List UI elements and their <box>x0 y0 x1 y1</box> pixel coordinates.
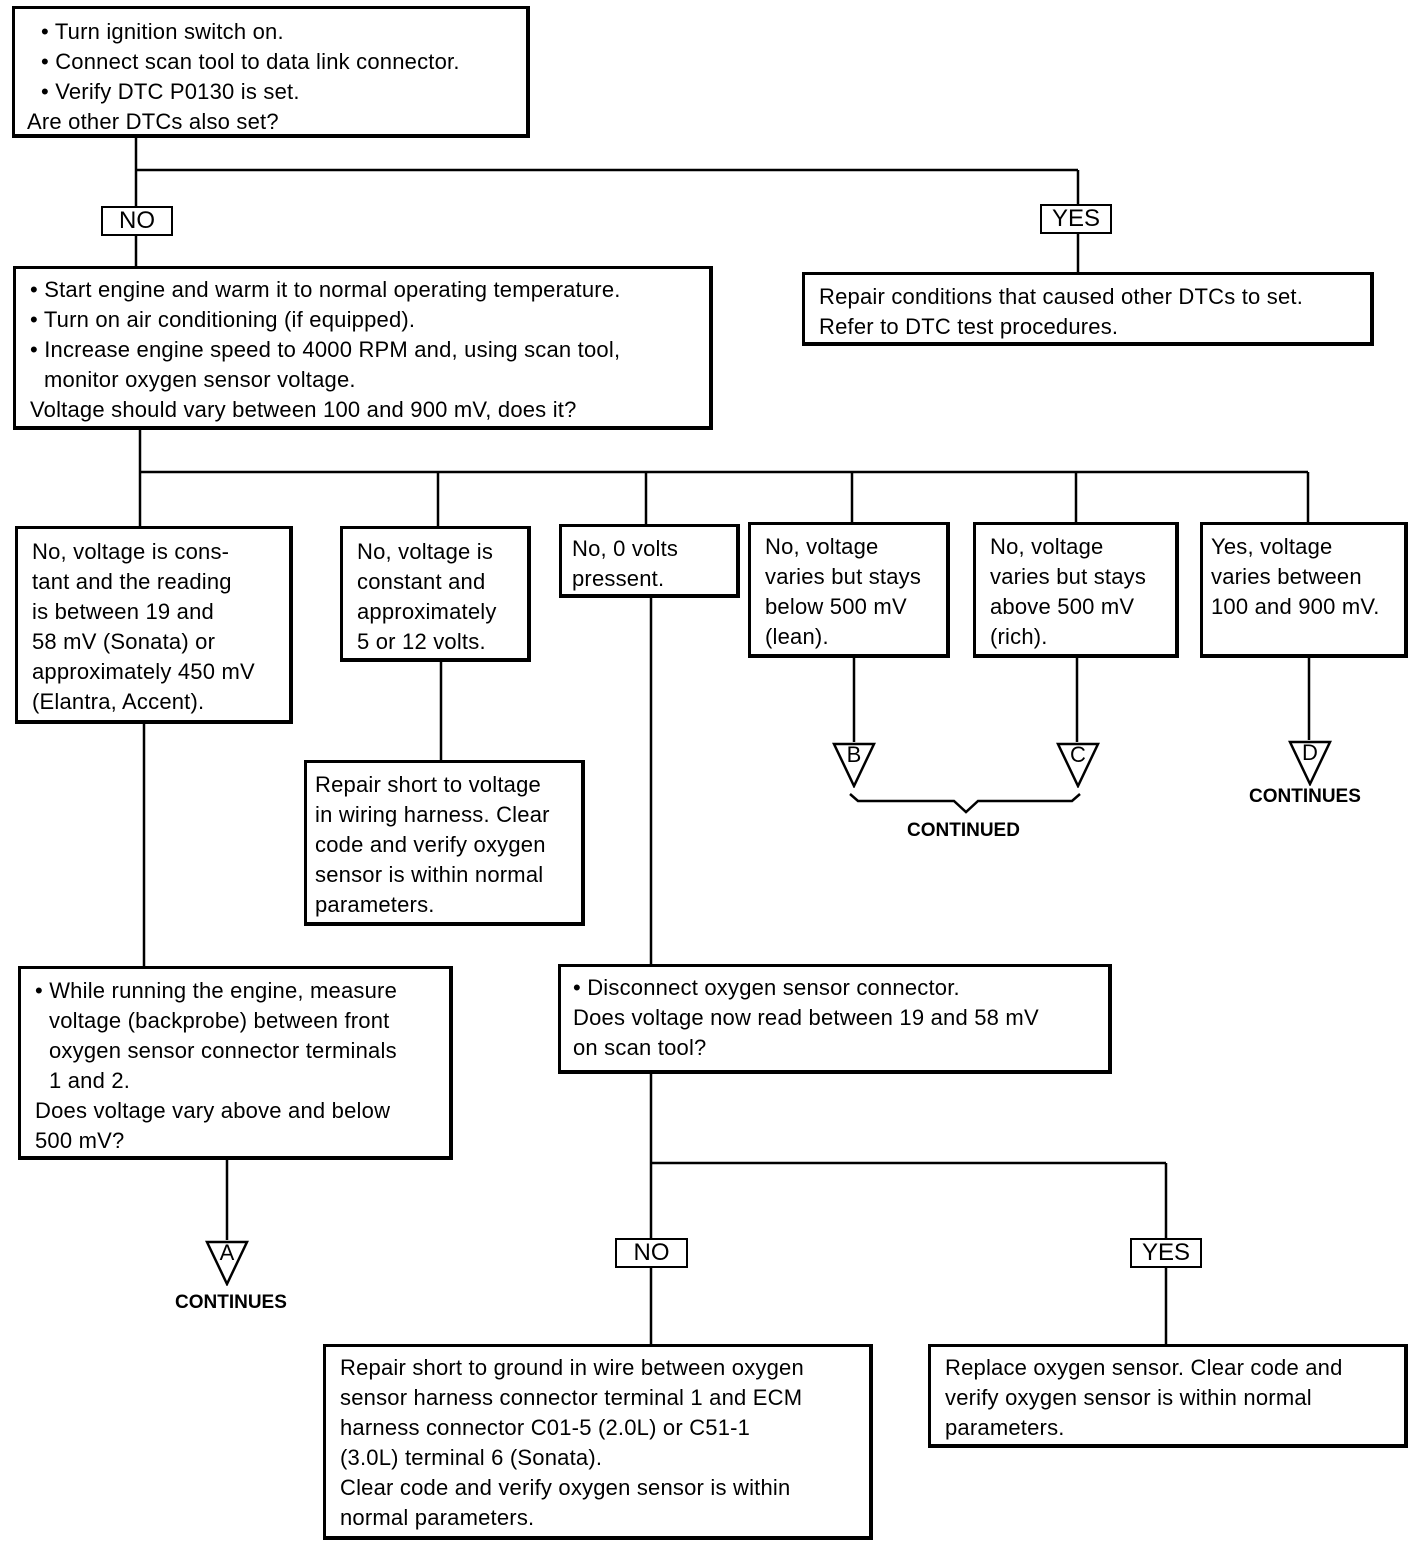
box-line: varies between <box>1211 564 1362 589</box>
option-constant-high-box: No, voltage is constant and approximatel… <box>340 526 531 662</box>
yes-label: YES <box>1130 1238 1202 1268</box>
disconnect-sensor-box: • Disconnect oxygen sensor connector. Do… <box>558 964 1112 1074</box>
box-line: No, voltage is cons- <box>32 539 230 564</box>
repair-short-voltage-box: Repair short to voltage in wiring harnes… <box>304 760 585 926</box>
box-line: (rich). <box>990 624 1048 649</box>
continues-caption: CONTINUES <box>1249 786 1361 807</box>
box-line: No, 0 volts <box>572 536 679 561</box>
start-check-box: • Turn ignition switch on. • Connect sca… <box>12 6 530 138</box>
yes-label: YES <box>1040 204 1112 234</box>
box-line: 1 and 2. <box>49 1068 131 1093</box>
box-line: Yes, voltage <box>1211 534 1333 559</box>
connector-d-triangle-icon: D <box>1288 740 1332 787</box>
box-line: 100 and 900 mV. <box>1211 594 1380 619</box>
box-line: parameters. <box>945 1415 1065 1440</box>
box-line: on scan tool? <box>573 1035 707 1060</box>
option-rich-box: No, voltage varies but stays above 500 m… <box>973 522 1179 658</box>
box-line: (Elantra, Accent). <box>32 689 205 714</box>
box-line: approximately 450 mV <box>32 659 255 684</box>
box-line: pressent. <box>572 566 665 591</box>
option-lean-box: No, voltage varies but stays below 500 m… <box>748 522 950 658</box>
repair-short-ground-box: Repair short to ground in wire between o… <box>323 1344 873 1540</box>
connector-letter: C <box>1070 742 1086 767</box>
connector-letter: A <box>219 1240 235 1265</box>
box-line: in wiring harness. Clear <box>315 802 550 827</box>
continues-caption: CONTINUES <box>175 1292 287 1313</box>
replace-sensor-box: Replace oxygen sensor. Clear code and ve… <box>928 1344 1408 1448</box>
box-line: is between 19 and <box>32 599 214 624</box>
measure-voltage-box: • While running the engine, measure volt… <box>18 966 453 1160</box>
box-line: Repair short to voltage <box>315 772 541 797</box>
box-line: • Verify DTC P0130 is set. <box>41 79 300 104</box>
box-line: monitor oxygen sensor voltage. <box>44 367 356 392</box>
no-label: NO <box>101 206 173 236</box>
box-line: tant and the reading <box>32 569 232 594</box>
box-line: 5 or 12 volts. <box>357 629 486 654</box>
box-line: normal parameters. <box>340 1505 535 1530</box>
box-line: sensor is within normal <box>315 862 544 887</box>
box-line: parameters. <box>315 892 435 917</box>
box-line: Does voltage vary above and below <box>35 1098 391 1123</box>
box-line: • Turn on air conditioning (if equipped)… <box>30 307 416 332</box>
box-line: voltage (backprobe) between front <box>49 1008 390 1033</box>
option-ok-box: Yes, voltage varies between 100 and 900 … <box>1200 522 1408 658</box>
box-line: approximately <box>357 599 497 624</box>
box-line: Repair short to ground in wire between o… <box>340 1355 804 1380</box>
box-line: varies but stays <box>990 564 1147 589</box>
box-line: • Turn ignition switch on. <box>41 19 284 44</box>
box-line: below 500 mV <box>765 594 907 619</box>
no-label: NO <box>615 1238 688 1268</box>
box-line: • Disconnect oxygen sensor connector. <box>573 975 960 1000</box>
box-line: (3.0L) terminal 6 (Sonata). <box>340 1445 603 1470</box>
box-line: Does voltage now read between 19 and 58 … <box>573 1005 1039 1030</box>
connector-a-triangle-icon: A <box>205 1240 249 1287</box>
box-line: Clear code and verify oxygen sensor is w… <box>340 1475 791 1500</box>
option-constant-low-box: No, voltage is cons- tant and the readin… <box>15 526 293 724</box>
box-line: Refer to DTC test procedures. <box>819 314 1119 339</box>
box-line: sensor harness connector terminal 1 and … <box>340 1385 803 1410</box>
box-line: verify oxygen sensor is within normal <box>945 1385 1312 1410</box>
option-zero-volts-box: No, 0 volts pressent. <box>559 524 740 598</box>
box-line: varies but stays <box>765 564 922 589</box>
box-line: Are other DTCs also set? <box>27 109 279 134</box>
box-line: • Increase engine speed to 4000 RPM and,… <box>30 337 621 362</box>
connector-b-triangle-icon: B <box>832 742 876 789</box>
box-line: Voltage should vary between 100 and 900 … <box>30 397 577 422</box>
box-line: (lean). <box>765 624 829 649</box>
continued-caption: CONTINUED <box>907 820 1020 841</box>
box-line: constant and <box>357 569 486 594</box>
box-line: harness connector C01-5 (2.0L) or C51-1 <box>340 1415 751 1440</box>
box-line: • While running the engine, measure <box>35 978 398 1003</box>
box-line: oxygen sensor connector terminals <box>49 1038 397 1063</box>
repair-other-dtcs-box: Repair conditions that caused other DTCs… <box>802 272 1374 346</box>
connector-letter: B <box>846 742 862 767</box>
box-line: Replace oxygen sensor. Clear code and <box>945 1355 1343 1380</box>
box-line: • Connect scan tool to data link connect… <box>41 49 460 74</box>
box-line: 58 mV (Sonata) or <box>32 629 216 654</box>
box-line: • Start engine and warm it to normal ope… <box>30 277 621 302</box>
box-line: Repair conditions that caused other DTCs… <box>819 284 1304 309</box>
box-line: No, voltage <box>990 534 1104 559</box>
engine-test-box: • Start engine and warm it to normal ope… <box>13 266 713 430</box>
box-line: No, voltage <box>765 534 879 559</box>
box-line: above 500 mV <box>990 594 1135 619</box>
connector-c-triangle-icon: C <box>1056 742 1100 789</box>
box-line: No, voltage is <box>357 539 494 564</box>
connector-letter: D <box>1302 740 1318 765</box>
box-line: code and verify oxygen <box>315 832 546 857</box>
box-line: 500 mV? <box>35 1128 125 1153</box>
